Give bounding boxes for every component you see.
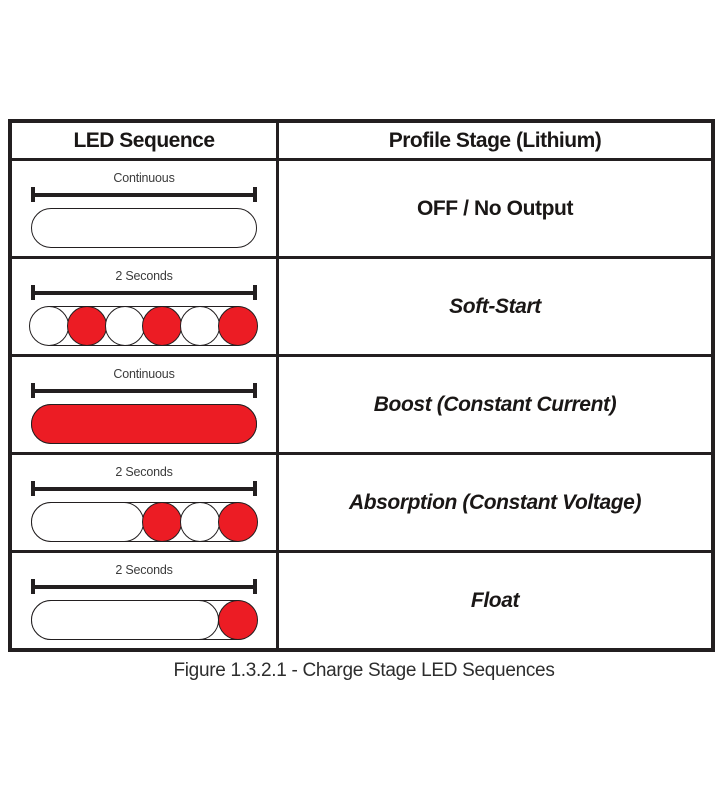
stage-cell-float: Float [279, 553, 711, 648]
led-track [30, 501, 258, 542]
duration-bracket [31, 383, 257, 398]
duration-bracket-line [33, 192, 255, 197]
led-sequence-cell-absorption: 2 Seconds [12, 455, 279, 553]
led-circle-off [180, 501, 220, 542]
duration-label: 2 Seconds [115, 269, 173, 283]
led-circle-on [67, 305, 107, 346]
stage-label: Boost (Constant Current) [373, 392, 617, 416]
led-circle-off [180, 305, 220, 346]
duration-label: Continuous [113, 171, 175, 185]
duration-bracket [31, 187, 257, 202]
led-circle-on [142, 501, 183, 542]
led-track [31, 208, 257, 248]
led-pill-on [30, 403, 257, 444]
duration-bracket [31, 481, 257, 496]
stage-cell-soft-start: Soft-Start [279, 259, 711, 357]
led-track [30, 599, 258, 640]
duration-bracket [31, 579, 257, 594]
duration-bracket-line [33, 486, 255, 491]
stage-label: OFF / No Output [416, 196, 574, 220]
led-sequence-table: LED Sequence Profile Stage (Lithium) Con… [8, 119, 715, 652]
led-circle-off [104, 305, 145, 346]
header-profile-stage: Profile Stage (Lithium) [279, 123, 711, 161]
header-led-sequence: LED Sequence [12, 123, 279, 161]
stage-cell-absorption: Absorption (Constant Voltage) [279, 455, 711, 553]
led-track [30, 403, 257, 444]
led-sequence-cell-float: 2 Seconds [12, 553, 279, 648]
led-pill-off [30, 599, 219, 640]
led-circle-on [217, 305, 258, 346]
duration-label: 2 Seconds [115, 465, 173, 479]
duration-bracket-line [33, 290, 255, 295]
led-sequence-cell-soft-start: 2 Seconds [12, 259, 279, 357]
figure-caption: Figure 1.3.2.1 - Charge Stage LED Sequen… [173, 660, 555, 681]
led-sequence-cell-boost: Continuous [12, 357, 279, 455]
stage-label: Soft-Start [449, 294, 541, 318]
duration-label: 2 Seconds [115, 563, 173, 577]
duration-bracket [31, 285, 257, 300]
led-sequence-cell-off: Continuous [12, 161, 279, 259]
header-led-sequence-label: LED Sequence [73, 128, 215, 152]
led-track [29, 305, 258, 346]
duration-label: Continuous [113, 367, 175, 381]
stage-cell-boost: Boost (Constant Current) [279, 357, 711, 455]
led-circle-off [29, 305, 70, 346]
led-pill-off [30, 501, 144, 542]
duration-bracket-line [33, 584, 255, 589]
led-circle-on [217, 501, 258, 542]
duration-bracket-line [33, 388, 255, 393]
stage-label: Float [470, 588, 520, 612]
led-circle-on [142, 305, 183, 346]
stage-label: Absorption (Constant Voltage) [348, 490, 642, 514]
stage-cell-off: OFF / No Output [279, 161, 711, 259]
header-profile-stage-label: Profile Stage (Lithium) [388, 128, 602, 152]
led-circle-on [217, 599, 258, 640]
